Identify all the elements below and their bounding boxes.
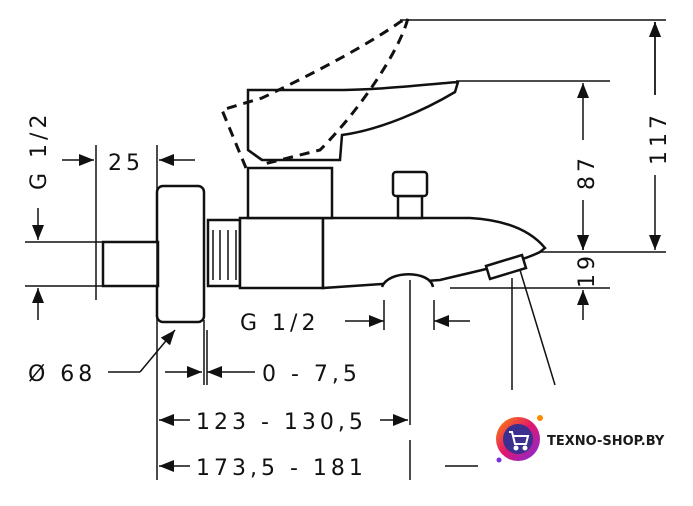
lever-open-position bbox=[219, 15, 411, 169]
aerator bbox=[484, 253, 528, 281]
dim-range-173: 173,5 - 181 bbox=[196, 456, 367, 481]
inlet-pipe bbox=[101, 240, 160, 288]
diverter-cap bbox=[391, 170, 429, 198]
dim-g-half-left: G 1/2 bbox=[27, 111, 52, 190]
dim-diameter-68: Ø 68 bbox=[28, 362, 96, 387]
bottom-outlet bbox=[380, 273, 435, 288]
spout bbox=[321, 216, 547, 290]
logo-text: TEXNO-SHOP.BY bbox=[547, 434, 665, 449]
dim-g-half-bottom: G 1/2 bbox=[240, 311, 319, 336]
cart-icon bbox=[509, 431, 530, 451]
cartridge-housing bbox=[246, 166, 334, 220]
dim-87: 87 bbox=[575, 154, 600, 190]
dimension-lines bbox=[25, 19, 666, 480]
lever-handle bbox=[246, 80, 460, 162]
dim-25: 25 bbox=[108, 151, 144, 176]
main-body bbox=[238, 216, 325, 290]
dim-117: 117 bbox=[647, 111, 672, 165]
dim-19: 19 bbox=[575, 252, 600, 288]
faucet-body bbox=[101, 80, 547, 324]
wall-escutcheon bbox=[155, 184, 206, 324]
shop-logo: TEXNO-SHOP.BY bbox=[496, 415, 665, 463]
dim-offset-range: 0 - 7,5 bbox=[262, 362, 361, 387]
dim-range-123: 123 - 130,5 bbox=[196, 410, 367, 435]
diverter-stem bbox=[396, 194, 424, 220]
